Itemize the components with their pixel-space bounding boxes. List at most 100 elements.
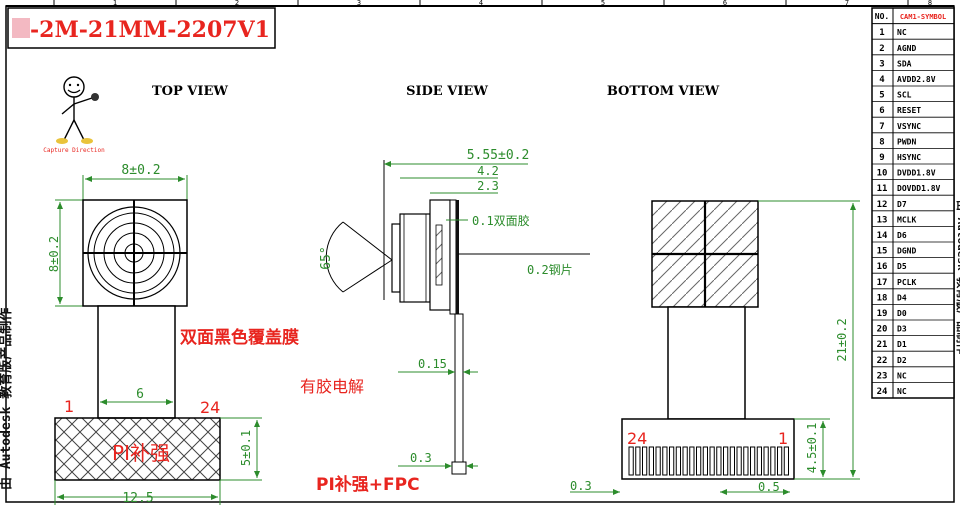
mascot-icon xyxy=(56,76,99,144)
pin-symbol: VSYNC xyxy=(897,122,921,131)
mascot-caption: Capture Direction xyxy=(43,147,105,154)
pin-symbol: DVDD1.8V xyxy=(897,169,936,178)
bottom-view-title: BOTTOM VIEW xyxy=(607,84,720,99)
stiffener-width-dim: 12.5 xyxy=(122,491,153,505)
pin-symbol: D3 xyxy=(897,325,907,334)
pin-symbol: D5 xyxy=(897,262,907,271)
ruler-mark: 1 xyxy=(113,0,117,7)
ruler: 1 2 3 4 5 6 7 8 xyxy=(53,0,932,7)
pad-height-dim: 4.5±0.1 xyxy=(805,423,819,474)
pin-number: 4 xyxy=(879,75,885,85)
pin-symbol: D4 xyxy=(897,293,907,302)
ruler-mark: 4 xyxy=(479,0,483,7)
pin-number: 9 xyxy=(879,153,884,163)
connector-pad xyxy=(756,446,762,476)
pin-number: 11 xyxy=(877,184,888,194)
connector-pad xyxy=(750,446,756,476)
pin-number: 1 xyxy=(879,28,884,38)
connector-pad xyxy=(729,446,735,476)
side-view-title: SIDE VIEW xyxy=(406,84,488,99)
bottom-view: 24 1 21±0.2 4.5±0.1 0.3 0.5 xyxy=(570,200,860,495)
pin-symbol: D1 xyxy=(897,340,907,349)
pin-number: 14 xyxy=(877,231,888,241)
bottom-pin-first: 24 xyxy=(627,429,647,448)
bottom-pin-last: 1 xyxy=(778,429,788,448)
pin-number: 20 xyxy=(877,325,888,335)
bottom-length-dim: 21±0.2 xyxy=(835,318,849,361)
ruler-mark: 6 xyxy=(723,0,727,7)
connector-pad xyxy=(675,446,681,476)
side-dim-mid: 4.2 xyxy=(477,164,499,178)
pin-symbol: D2 xyxy=(897,356,907,365)
pin-number: 7 xyxy=(879,122,884,132)
steel-note: 0.2钢片 xyxy=(527,263,573,277)
connector-pad xyxy=(635,446,641,476)
top-height-dim: 8±0.2 xyxy=(47,236,61,272)
pin-symbol: SCL xyxy=(897,91,912,100)
connector-pad xyxy=(669,446,675,476)
connector-pad xyxy=(696,446,702,476)
glue-note: 有胶电解 xyxy=(300,377,364,396)
pin-symbol: NC xyxy=(897,371,907,380)
connector-pad xyxy=(743,446,749,476)
pin-number: 6 xyxy=(879,106,884,116)
title-box xyxy=(7,7,276,49)
connector-pad xyxy=(723,446,729,476)
pin-symbol: RESET xyxy=(897,106,921,115)
connector-pad xyxy=(648,446,654,476)
pin-symbol: D7 xyxy=(897,200,907,209)
pin-symbol: NC xyxy=(897,28,907,37)
pin-symbol: D0 xyxy=(897,309,907,318)
ruler-mark: 5 xyxy=(601,0,605,7)
top-width-dim: 8±0.2 xyxy=(121,163,160,178)
pin-number: 5 xyxy=(879,91,884,101)
connector-pad xyxy=(736,446,742,476)
pin-number: 23 xyxy=(877,371,888,381)
pin-number: 24 xyxy=(877,387,888,397)
edu-watermark-left: 由 Autodesk 教育版产品制作 xyxy=(0,308,14,490)
thickness-03: 0.3 xyxy=(410,451,432,465)
connector-pad xyxy=(763,446,769,476)
connector-pad xyxy=(702,446,708,476)
top-view: 8±0.2 8±0.2 6 1 24 PI补强 5±0.1 xyxy=(47,163,299,506)
thickness-015: 0.15 xyxy=(418,357,447,371)
edu-watermark-right: 由 Autodesk 教育版产品制作 xyxy=(955,200,960,354)
pin-symbol: AVDD2.8V xyxy=(897,75,936,84)
top-pin-last: 24 xyxy=(200,398,220,417)
connector-pad xyxy=(777,446,783,476)
top-pin-first: 1 xyxy=(64,397,74,416)
connector-pad xyxy=(716,446,722,476)
pin-number: 21 xyxy=(877,340,888,350)
pin-symbol: AGND xyxy=(897,44,916,53)
pin-table-header-no: NO. xyxy=(875,12,889,21)
ruler-mark: 7 xyxy=(845,0,849,7)
pin-number: 12 xyxy=(877,200,888,210)
part-number: -2M-21MM-2207V1 xyxy=(30,17,270,43)
redaction-block xyxy=(12,18,30,38)
pin-number: 8 xyxy=(879,137,884,147)
pin-number: 2 xyxy=(879,44,884,54)
stiffener-height-dim: 5±0.1 xyxy=(239,430,253,466)
ruler-mark: 8 xyxy=(928,0,932,7)
side-view: 5.55±0.2 4.2 2.3 65° 0.1双面胶 0.2钢片 xyxy=(300,148,590,495)
ruler-mark: 3 xyxy=(357,0,361,7)
pin-symbol: NC xyxy=(897,387,907,396)
fpc-note: PI补强+FPC xyxy=(316,474,420,495)
pin-symbol: HSYNC xyxy=(897,153,921,162)
pin-number: 15 xyxy=(877,247,888,257)
pin-number: 16 xyxy=(877,262,888,272)
film-note: 双面黑色覆盖膜 xyxy=(180,327,299,348)
connector-pad xyxy=(770,446,776,476)
pin-symbol: DOVDD1.8V xyxy=(897,184,941,193)
pin-symbol: DGND xyxy=(897,247,916,256)
pin-number: 18 xyxy=(877,293,888,303)
tape-note: 0.1双面胶 xyxy=(472,213,530,228)
pi-stiffener-label: PI补强 xyxy=(112,441,170,465)
connector-pad xyxy=(628,446,634,476)
connector-pad xyxy=(662,446,668,476)
ruler-mark: 2 xyxy=(235,0,239,7)
fov-angle: 65° xyxy=(319,246,334,269)
